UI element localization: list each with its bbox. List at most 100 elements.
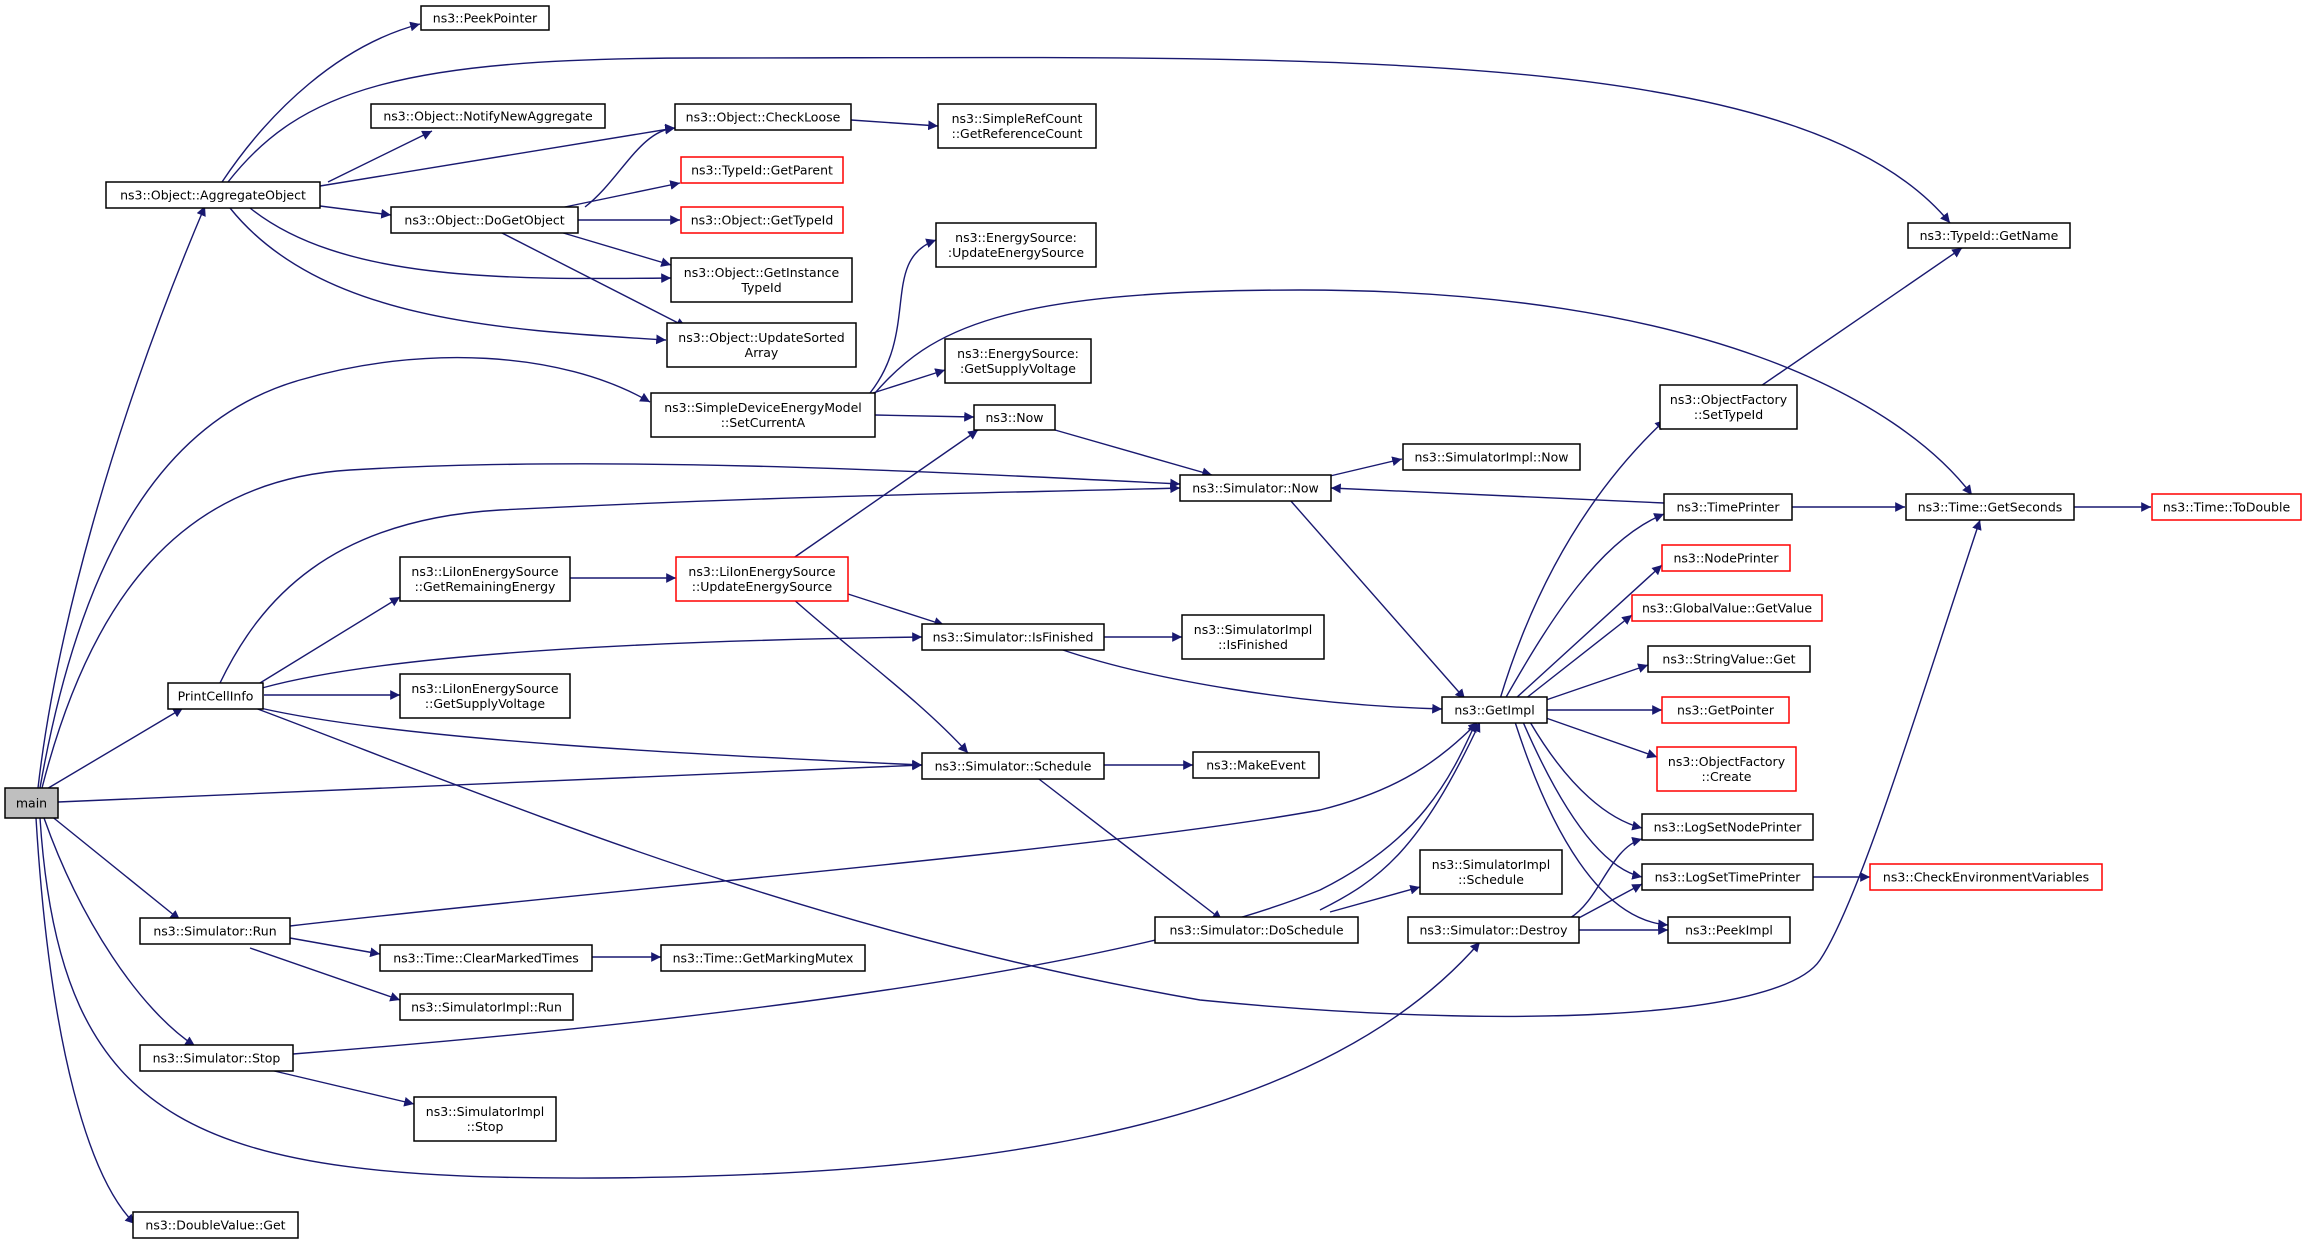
node-box[interactable] (680, 206, 844, 234)
node-box[interactable] (399, 993, 574, 1021)
node-peekimpl[interactable]: ns3::PeekImpl (1667, 916, 1791, 944)
node-box[interactable] (1419, 849, 1563, 895)
node-li-getremainingenergy[interactable]: ns3::LiIonEnergySource::GetRemainingEner… (399, 556, 571, 602)
node-box[interactable] (1641, 813, 1814, 841)
node-box[interactable] (1192, 751, 1320, 779)
node-time-getmarkingmutex[interactable]: ns3::Time::GetMarkingMutex (660, 944, 866, 972)
node-simulatorimpl-schedule[interactable]: ns3::SimulatorImpl::Schedule (1419, 849, 1563, 895)
node-box[interactable] (944, 338, 1092, 384)
node-box[interactable] (1905, 493, 2075, 521)
node-li-getsupplyvoltage[interactable]: ns3::LiIonEnergySource::GetSupplyVoltage (399, 673, 571, 719)
node-logsetnodeprinter[interactable]: ns3::LogSetNodePrinter (1641, 813, 1814, 841)
node-box[interactable] (1869, 863, 2103, 891)
node-doublevalue-get[interactable]: ns3::DoubleValue::Get (132, 1211, 299, 1239)
node-notifynewaggregate[interactable]: ns3::Object::NotifyNewAggregate (370, 103, 606, 129)
node-box[interactable] (921, 752, 1105, 780)
node-logsettimeprinter[interactable]: ns3::LogSetTimePrinter (1641, 863, 1814, 891)
node-simulatorimpl-isfinished[interactable]: ns3::SimulatorImpl::IsFinished (1181, 614, 1325, 660)
node-simulatorimpl-stop[interactable]: ns3::SimulatorImpl::Stop (413, 1096, 557, 1142)
node-box[interactable] (1667, 916, 1791, 944)
node-box[interactable] (413, 1096, 557, 1142)
node-simulator-stop[interactable]: ns3::Simulator::Stop (139, 1044, 294, 1072)
node-box[interactable] (370, 103, 606, 129)
node-box[interactable] (1179, 474, 1332, 502)
node-main[interactable]: main (4, 787, 59, 819)
node-box[interactable] (1631, 594, 1823, 622)
node-box[interactable] (1402, 443, 1581, 471)
node-box[interactable] (1656, 746, 1797, 792)
node-checkloose[interactable]: ns3::Object::CheckLoose (674, 103, 852, 131)
node-box[interactable] (105, 181, 321, 209)
node-simulatorimpl-now[interactable]: ns3::SimulatorImpl::Now (1402, 443, 1581, 471)
node-box[interactable] (399, 673, 571, 719)
node-of-settypeid[interactable]: ns3::ObjectFactory::SetTypeId (1659, 384, 1798, 430)
node-simulatorimpl-run[interactable]: ns3::SimulatorImpl::Run (399, 993, 574, 1021)
node-box[interactable] (973, 404, 1056, 431)
node-box[interactable] (1661, 696, 1790, 724)
node-li-updateenergysource[interactable]: ns3::LiIonEnergySource::UpdateEnergySour… (675, 556, 849, 602)
node-printcellinfo[interactable]: PrintCellInfo (167, 682, 264, 710)
node-getreferencecount[interactable]: ns3::SimpleRefCount::GetReferenceCount (937, 103, 1097, 149)
node-box[interactable] (680, 156, 844, 184)
node-getpointer[interactable]: ns3::GetPointer (1661, 696, 1790, 724)
node-globalvalue-getvalue[interactable]: ns3::GlobalValue::GetValue (1631, 594, 1823, 622)
node-box[interactable] (139, 917, 291, 945)
node-makeevent[interactable]: ns3::MakeEvent (1192, 751, 1320, 779)
node-box[interactable] (674, 103, 852, 131)
node-box[interactable] (167, 682, 264, 710)
node-box[interactable] (1407, 916, 1580, 944)
node-simulator-destroy[interactable]: ns3::Simulator::Destroy (1407, 916, 1580, 944)
node-box[interactable] (139, 1044, 294, 1072)
node-box[interactable] (670, 257, 853, 303)
node-timeprinter[interactable]: ns3::TimePrinter (1663, 493, 1793, 521)
node-box[interactable] (1641, 863, 1814, 891)
node-nodeprinter[interactable]: ns3::NodePrinter (1661, 544, 1791, 572)
node-typeid-getparent[interactable]: ns3::TypeId::GetParent (680, 156, 844, 184)
node-box[interactable] (921, 623, 1105, 651)
node-stringvalue-get[interactable]: ns3::StringValue::Get (1647, 645, 1811, 673)
node-simulator-doschedule[interactable]: ns3::Simulator::DoSchedule (1154, 916, 1359, 944)
node-box[interactable] (1661, 544, 1791, 572)
node-aggregateobject[interactable]: ns3::Object::AggregateObject (105, 181, 321, 209)
node-getimpl[interactable]: ns3::GetImpl (1441, 696, 1548, 724)
node-box[interactable] (1663, 493, 1793, 521)
node-time-todouble[interactable]: ns3::Time::ToDouble (2151, 493, 2302, 521)
node-box[interactable] (935, 222, 1097, 268)
node-box[interactable] (660, 944, 866, 972)
node-box[interactable] (390, 206, 579, 234)
node-es-getsupplyvoltage[interactable]: ns3::EnergySource::GetSupplyVoltage (944, 338, 1092, 384)
node-box[interactable] (1181, 614, 1325, 660)
node-box[interactable] (1154, 916, 1359, 944)
node-box[interactable] (650, 392, 876, 438)
node-box[interactable] (132, 1211, 299, 1239)
node-setcurrenta[interactable]: ns3::SimpleDeviceEnergyModel::SetCurrent… (650, 392, 876, 438)
node-now[interactable]: ns3::Now (973, 404, 1056, 431)
node-simulator-run[interactable]: ns3::Simulator::Run (139, 917, 291, 945)
node-box[interactable] (399, 556, 571, 602)
node-box[interactable] (1441, 696, 1548, 724)
node-box[interactable] (1907, 222, 2071, 249)
node-box[interactable] (675, 556, 849, 602)
node-box[interactable] (666, 322, 857, 368)
node-box[interactable] (4, 787, 59, 819)
node-dogetobject[interactable]: ns3::Object::DoGetObject (390, 206, 579, 234)
node-time-getseconds[interactable]: ns3::Time::GetSeconds (1905, 493, 2075, 521)
node-simulator-schedule[interactable]: ns3::Simulator::Schedule (921, 752, 1105, 780)
node-object-gettypeid[interactable]: ns3::Object::GetTypeId (680, 206, 844, 234)
node-box[interactable] (1659, 384, 1798, 430)
node-peekpointer[interactable]: ns3::PeekPointer (420, 5, 550, 31)
node-simulator-now[interactable]: ns3::Simulator::Now (1179, 474, 1332, 502)
node-time-clearmarkedtimes[interactable]: ns3::Time::ClearMarkedTimes (379, 944, 593, 972)
node-of-create[interactable]: ns3::ObjectFactory::Create (1656, 746, 1797, 792)
node-es-updateenergysource[interactable]: ns3::EnergySource::UpdateEnergySource (935, 222, 1097, 268)
node-box[interactable] (937, 103, 1097, 149)
node-box[interactable] (420, 5, 550, 31)
node-typeid-getname[interactable]: ns3::TypeId::GetName (1907, 222, 2071, 249)
node-box[interactable] (2151, 493, 2302, 521)
node-box[interactable] (1647, 645, 1811, 673)
node-simulator-isfinished[interactable]: ns3::Simulator::IsFinished (921, 623, 1105, 651)
node-checkenvironmentvariables[interactable]: ns3::CheckEnvironmentVariables (1869, 863, 2103, 891)
node-box[interactable] (379, 944, 593, 972)
